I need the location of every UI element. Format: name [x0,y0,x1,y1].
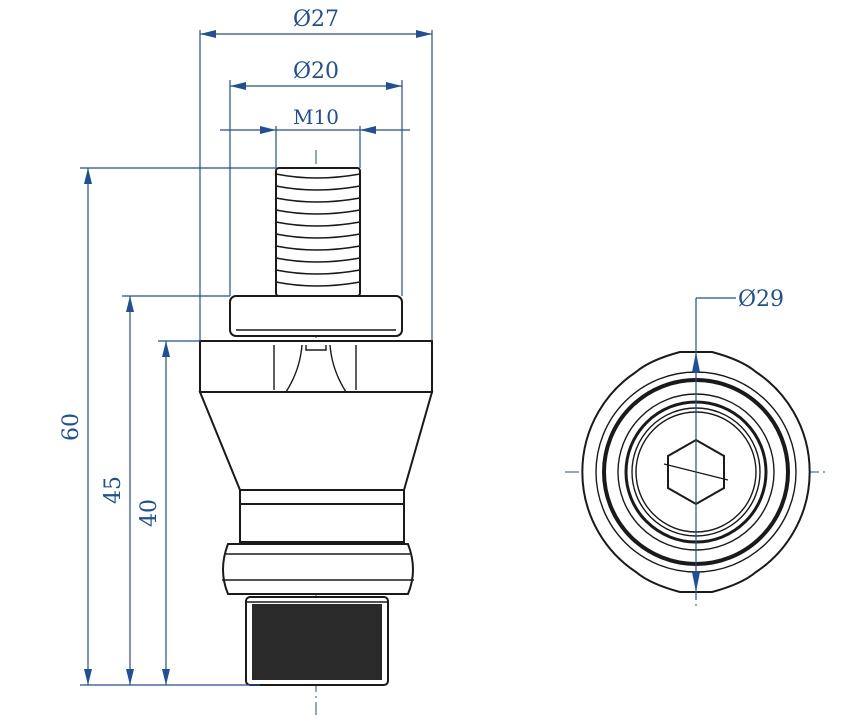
dimension-dia-27: Ø27 [199,7,433,341]
groove-flange [222,543,414,595]
dim-text-m10: M10 [293,105,339,129]
dimension-dia-20: Ø20 [229,59,403,296]
dim-text-60: 60 [59,413,84,441]
knurl-pattern [252,604,382,680]
head-block [199,340,433,393]
collar-flange [229,295,403,337]
dimension-m10: M10 [220,105,410,168]
dimension-dia-29: Ø29 [692,287,784,600]
threaded-stud [275,167,361,297]
dim-text-27: Ø27 [293,7,339,32]
dim-text-45: 45 [101,476,126,504]
neck-ring [239,489,405,505]
dimension-height-60: 60 [59,167,276,686]
dimension-height-45: 45 [101,295,230,685]
stud-thread-lines [275,173,361,287]
top-view: Ø29 [565,287,828,606]
taper-body [198,391,434,491]
neck-body [239,503,405,543]
dim-text-40: 40 [137,499,162,527]
dimension-height-40: 40 [137,340,200,685]
dim-text-20: Ø20 [293,59,339,84]
dim-text-29: Ø29 [738,287,784,312]
side-view: Ø27 Ø20 M10 60 [59,7,434,715]
